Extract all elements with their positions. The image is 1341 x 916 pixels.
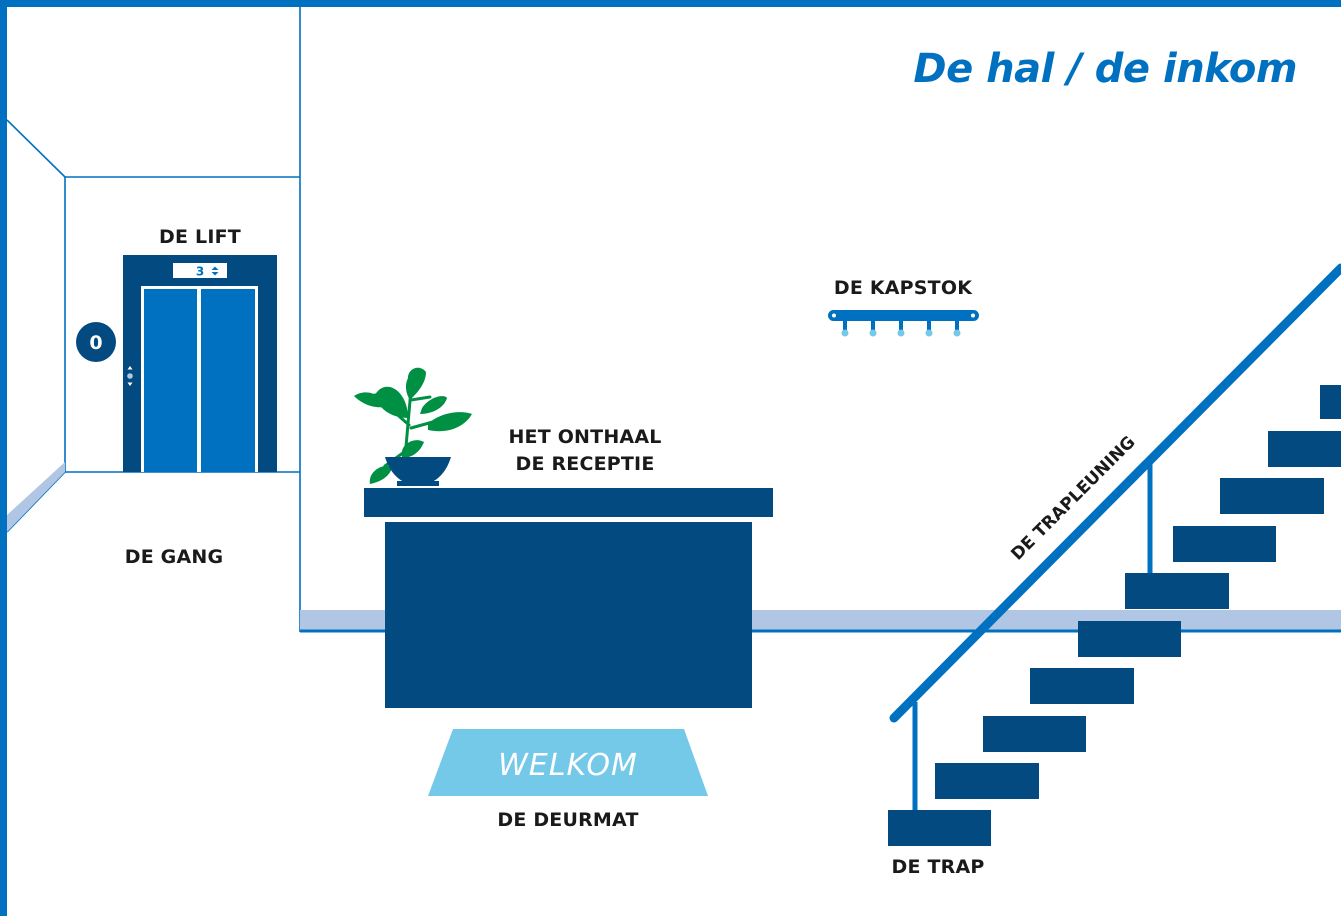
- page-title: De hal / de inkom: [913, 46, 1297, 92]
- label-trapleuning: DE TRAPLEUNING: [1007, 432, 1139, 564]
- stair-step: [1320, 385, 1341, 419]
- floor-indicator-label: 3: [196, 265, 204, 279]
- stair-step: [983, 716, 1086, 752]
- handrail: [889, 263, 1341, 810]
- stair-step: [1030, 668, 1134, 704]
- stair-step: [888, 810, 991, 846]
- coat-rack: [828, 310, 979, 337]
- corridor-skirting: [7, 462, 65, 532]
- up-arrow-icon: [211, 266, 219, 270]
- doormat: [428, 729, 708, 796]
- down-arrow-icon: [211, 272, 219, 276]
- doormat-text: WELKOM: [498, 748, 638, 783]
- plant: [354, 367, 472, 486]
- reception-desk-top: [364, 488, 773, 517]
- elevator-call-button-icon: [127, 373, 133, 379]
- label-trap: DE TRAP: [891, 856, 985, 878]
- plant-pot: [385, 457, 451, 482]
- reception-desk-body: [385, 522, 752, 708]
- label-lift: DE LIFT: [159, 226, 241, 248]
- label-onthaal: HET ONTHAAL: [508, 426, 662, 448]
- elevator: [123, 255, 277, 472]
- stair-step: [935, 763, 1039, 799]
- floor-button-label: 0: [89, 332, 102, 354]
- frame-left: [0, 0, 7, 916]
- floor-indicator-panel: [173, 263, 227, 278]
- label-receptie: DE RECEPTIE: [515, 453, 655, 475]
- stair-step: [1268, 431, 1341, 467]
- stairs: [888, 385, 1341, 846]
- stair-step: [1173, 526, 1276, 562]
- label-kapstok: DE KAPSTOK: [833, 277, 973, 299]
- stair-step: [1078, 621, 1181, 657]
- label-gang: DE GANG: [124, 546, 224, 568]
- floor-button: [76, 322, 116, 362]
- stair-step: [1125, 573, 1229, 609]
- label-deurmat: DE DEURMAT: [497, 809, 639, 831]
- stair-step: [1220, 478, 1324, 514]
- frame-top: [0, 0, 1341, 7]
